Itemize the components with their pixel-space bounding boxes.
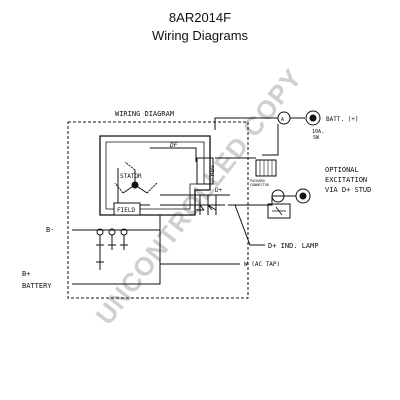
alternator-enclosure xyxy=(67,121,249,299)
wiring-diagram-box-title: WIRING DIAGRAM xyxy=(115,110,174,118)
optional-label-2: EXCITATION xyxy=(325,176,367,184)
optional-label-1: OPTIONAL xyxy=(325,166,359,174)
batt-plus-label: BATT. (+) xyxy=(326,116,359,123)
regulator-outline xyxy=(99,135,211,216)
fuse-rating-label-1: 10A. xyxy=(312,129,324,135)
packard-connector-icon xyxy=(255,159,277,177)
part-number-title: 8AR2014F xyxy=(168,10,232,25)
d-plus-lamp-label: D+ IND. LAMP xyxy=(268,242,319,250)
b-minus-label: B- xyxy=(46,226,54,234)
fuse-a-label: A xyxy=(281,117,284,123)
battery-label: BATTERY xyxy=(22,282,52,290)
battery-terminal-icon xyxy=(305,110,321,126)
connector-label-1: PACKARD xyxy=(250,179,265,183)
optional-label-3: VIA D+ STUD xyxy=(325,186,371,194)
diagram-subtitle: Wiring Diagrams xyxy=(151,28,249,43)
d-plus-internal-label: D+ xyxy=(215,187,223,194)
b-plus-label: B+ xyxy=(22,270,30,278)
field-label: FIELD xyxy=(117,207,135,214)
w-ac-tap-label: W (AC TAP) xyxy=(244,261,280,268)
df-label: DF xyxy=(169,142,178,149)
stator-label: STATOR xyxy=(120,173,142,180)
connector-label-2: CONNECTOR xyxy=(250,183,270,187)
fuse-rating-label-2: SW xyxy=(313,135,320,141)
reg-label: REG xyxy=(209,165,216,176)
